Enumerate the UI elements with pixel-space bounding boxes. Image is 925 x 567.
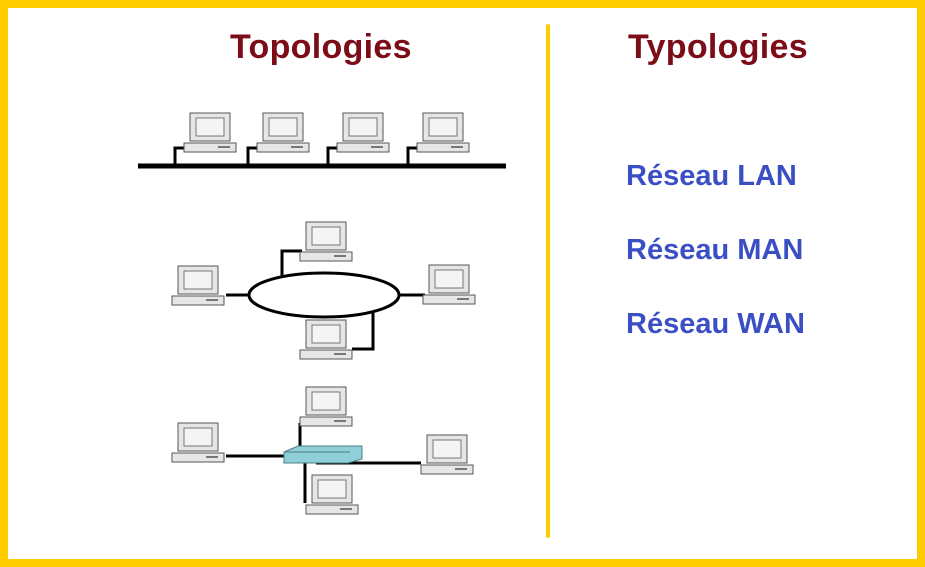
computer-icon	[171, 422, 225, 463]
computer-icon	[299, 221, 353, 262]
computer-icon	[299, 386, 353, 427]
computer-icon	[305, 474, 359, 515]
ring-topology	[171, 221, 476, 360]
computer-icon	[416, 112, 470, 153]
typologies-heading: Typologies	[628, 28, 808, 66]
computer-icon	[183, 112, 237, 153]
ring-link	[280, 249, 302, 276]
column-divider	[546, 24, 550, 538]
switch-icon	[283, 445, 363, 464]
network-type-lan: Réseau LAN	[626, 160, 797, 192]
computer-icon	[336, 112, 390, 153]
network-type-wan: Réseau WAN	[626, 308, 805, 340]
network-type-man: Réseau MAN	[626, 234, 804, 266]
star-topology	[171, 386, 474, 515]
computer-icon	[171, 265, 225, 306]
bus-topology	[138, 112, 506, 169]
computer-icon	[256, 112, 310, 153]
ring-link	[352, 313, 375, 351]
topologies-heading: Topologies	[230, 28, 412, 66]
computer-icon	[422, 264, 476, 305]
network-type-list: Réseau LAN Réseau MAN Réseau WAN	[626, 160, 805, 382]
computer-icon	[299, 319, 353, 360]
ring-cable	[247, 271, 401, 319]
computer-icon	[420, 434, 474, 475]
